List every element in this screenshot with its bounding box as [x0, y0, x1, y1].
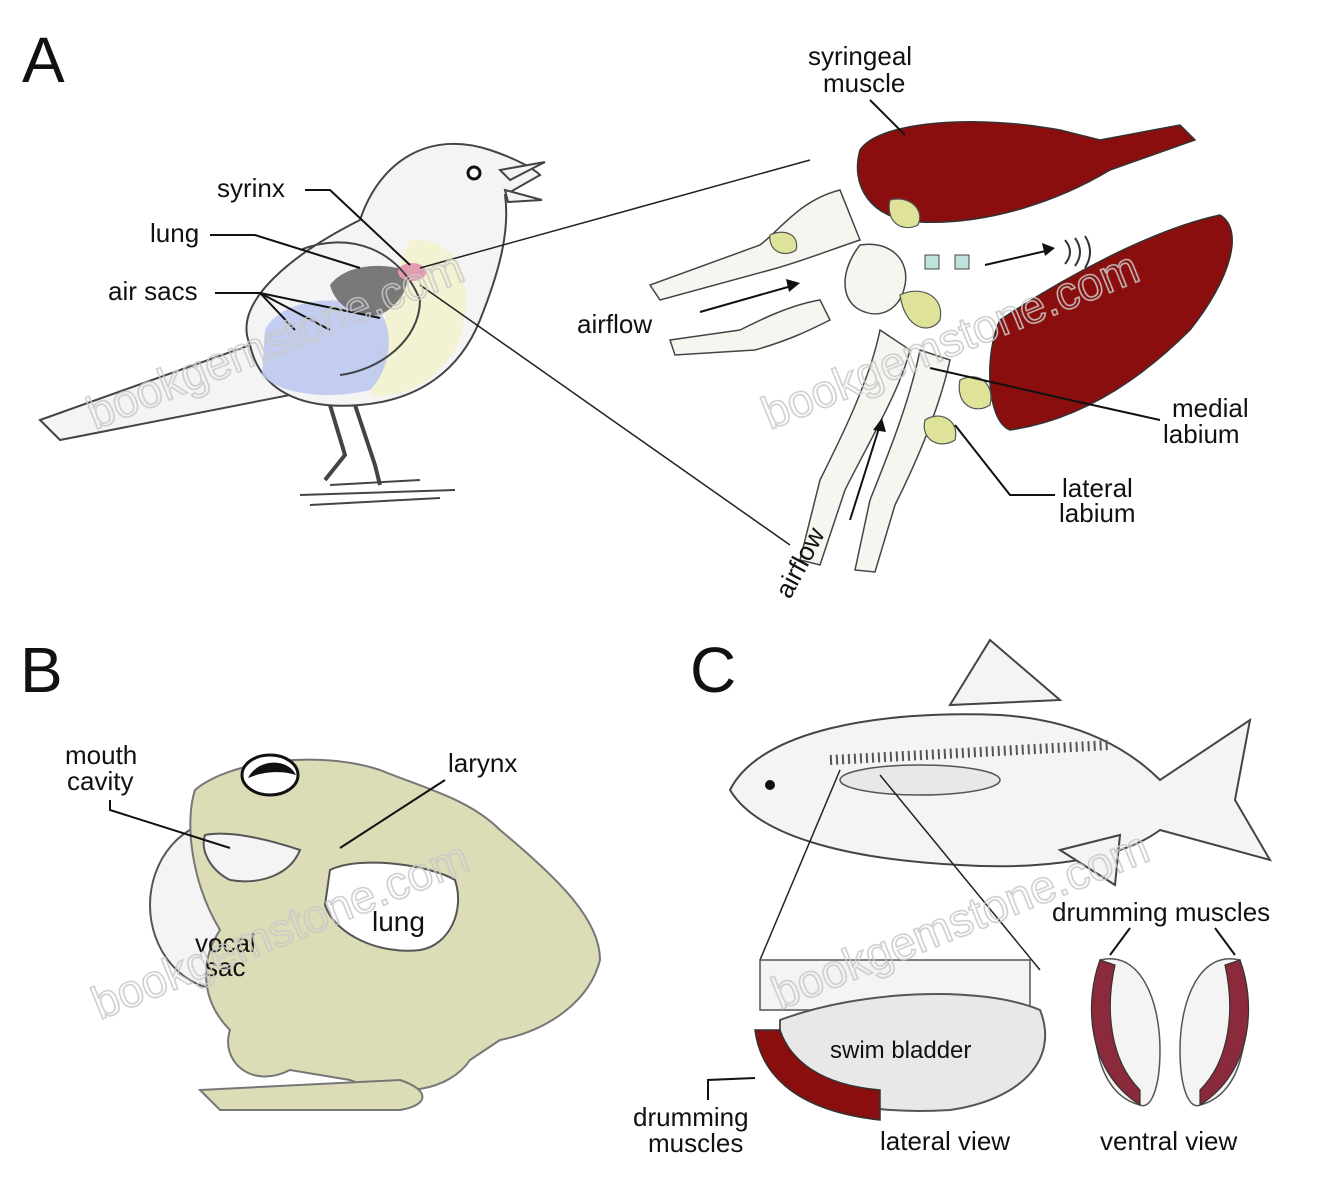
bird-eye [468, 167, 480, 179]
fish-illustration [730, 640, 1270, 885]
label-airflow-top: airflow [577, 309, 652, 339]
arrow-out [985, 250, 1050, 265]
bird-lower-beak [505, 190, 542, 202]
label-drumming-top: drumming muscles [1052, 897, 1270, 927]
trachea-joint [845, 244, 906, 314]
panel-letter-a: A [22, 24, 65, 96]
fish-body [730, 714, 1270, 866]
bird-legs [325, 405, 380, 485]
membrane-2 [955, 255, 969, 269]
label-ventral-view: ventral view [1100, 1126, 1237, 1156]
label-lung: lung [150, 218, 199, 248]
fish-dorsal-fin [950, 640, 1060, 705]
bronchus-lower [670, 300, 830, 355]
label-medial-2: labium [1163, 419, 1240, 449]
panel-letter-b: B [20, 634, 63, 706]
membrane-1 [925, 255, 939, 269]
frog-leg [200, 1080, 423, 1110]
label-larynx: larynx [448, 748, 517, 778]
fish-eye [765, 780, 775, 790]
label-syrinx: syrinx [217, 173, 285, 203]
label-drumming-left-2: muscles [648, 1128, 743, 1158]
fish-swim-bladder-small [840, 765, 1000, 795]
leader-syringeal [870, 100, 905, 135]
leader-lateral [955, 425, 1055, 495]
arrowhead-airflow-top [786, 279, 800, 292]
arrowhead-out [1042, 243, 1055, 256]
label-syringeal-2: muscle [823, 68, 905, 98]
panel-letter-c: C [690, 634, 736, 706]
label-lateral-view: lateral view [880, 1126, 1010, 1156]
arrow-airflow-top [700, 285, 795, 312]
bird-feet [300, 480, 455, 505]
cartilage-4 [924, 416, 956, 444]
bronchus-upper [650, 190, 860, 300]
label-lateral-2: labium [1059, 498, 1136, 528]
ventral-view-diagram [1091, 959, 1248, 1106]
label-air-sacs: air sacs [108, 276, 198, 306]
panel-b: B mouth cavity larynx lung vocal sac [20, 634, 600, 1110]
leader-drumming-top [1110, 928, 1235, 955]
label-mouth-2: cavity [67, 766, 133, 796]
label-swim-bladder: swim bladder [830, 1037, 971, 1064]
label-syringeal-1: syringeal [808, 41, 912, 71]
leader-drumming-left [708, 1078, 755, 1100]
